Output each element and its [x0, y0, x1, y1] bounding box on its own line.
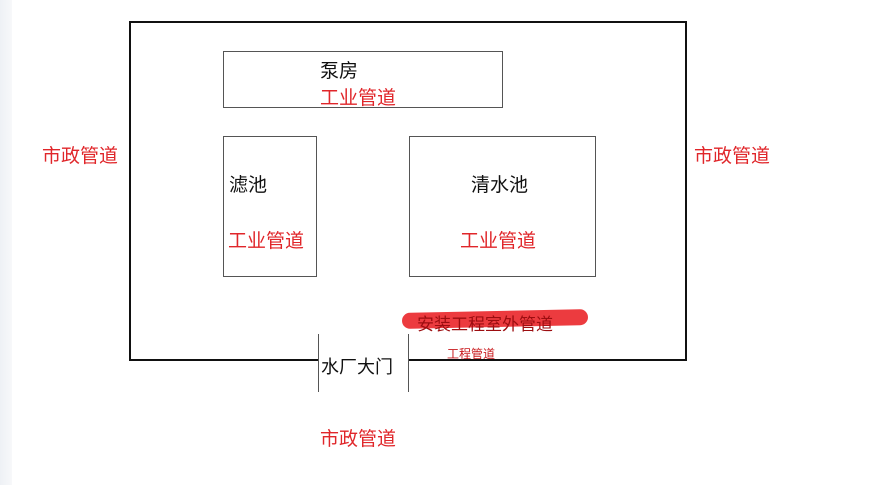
filter-tank-box: [223, 136, 317, 277]
filter-tank-label: 滤池: [229, 174, 268, 196]
gate-post-right: [408, 334, 409, 392]
clear-water-tank-pipe-label: 工业管道: [460, 230, 537, 252]
crossed-out-annotation: 安装工程室外管道: [417, 315, 553, 335]
pump-room-label: 泵房: [320, 60, 359, 82]
municipal-pipe-right-label: 市政管道: [694, 145, 771, 167]
gate-opening: [318, 352, 409, 366]
left-edge-strip: [0, 0, 12, 485]
pump-room-box: [223, 51, 503, 108]
gate-label: 水厂大门: [321, 357, 393, 378]
filter-tank-pipe-label: 工业管道: [228, 230, 305, 252]
clear-water-tank-box: [409, 136, 596, 277]
gate-post-left: [318, 334, 319, 392]
clear-water-tank-label: 清水池: [471, 174, 529, 196]
municipal-pipe-left-label: 市政管道: [42, 145, 119, 167]
small-pipe-annotation: 工程管道: [447, 347, 496, 361]
pump-room-pipe-label: 工业管道: [320, 87, 397, 109]
municipal-pipe-bottom-label: 市政管道: [320, 428, 397, 450]
